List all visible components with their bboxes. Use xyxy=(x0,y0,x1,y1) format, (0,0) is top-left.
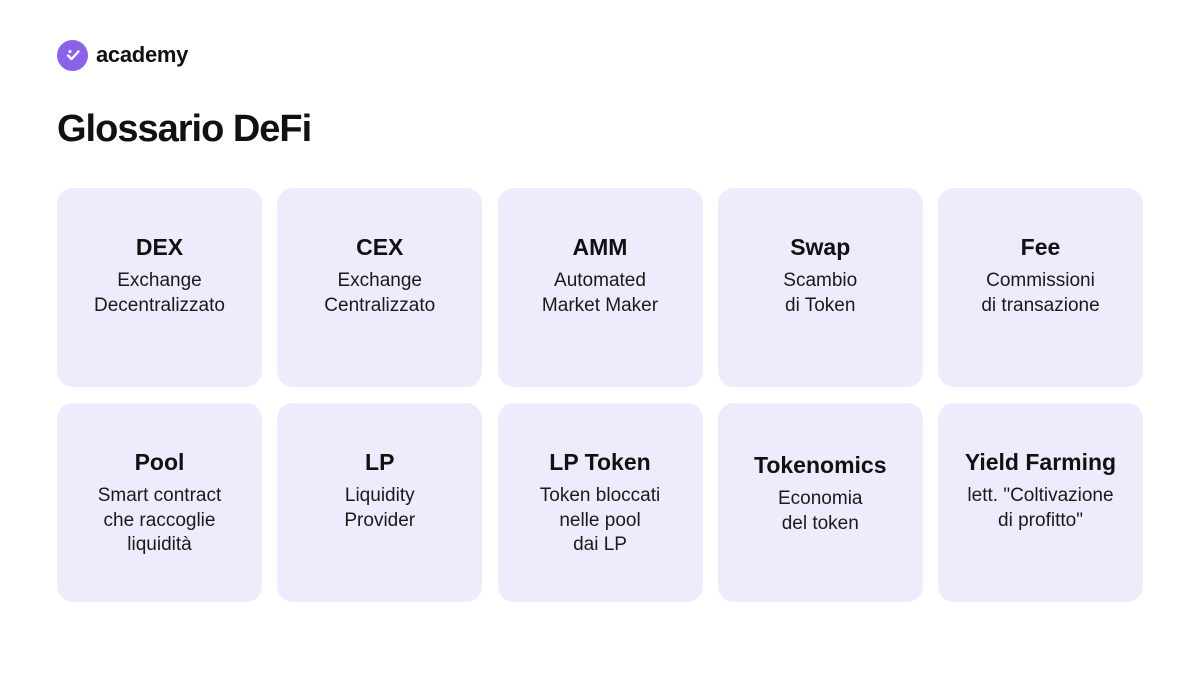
glossary-card-pool: Pool Smart contract che raccoglie liquid… xyxy=(57,403,262,602)
glossary-card-yield-farming: Yield Farming lett. "Coltivazione di pro… xyxy=(938,403,1143,602)
card-definition: lett. "Coltivazione di profitto" xyxy=(967,485,1114,531)
card-definition: Liquidity Provider xyxy=(344,485,416,531)
glossary-card-lp: LP Liquidity Provider xyxy=(277,403,483,602)
glossary-card-cex: CEX Exchange Centralizzato xyxy=(277,188,483,387)
card-definition: Economia del token xyxy=(778,488,863,534)
card-term: Tokenomics xyxy=(754,452,887,478)
card-term: LP xyxy=(365,449,395,475)
brand-logo: academy xyxy=(57,39,188,71)
card-definition: Exchange Centralizzato xyxy=(324,270,436,316)
glossary-grid: DEX Exchange Decentralizzato CEX Exchang… xyxy=(57,188,1143,602)
card-definition: Automated Market Maker xyxy=(541,270,659,316)
page-title: Glossario DeFi xyxy=(57,108,312,150)
card-term: Fee xyxy=(1020,234,1061,260)
glossary-card-tokenomics: Tokenomics Economia del token xyxy=(717,403,923,602)
glossary-card-fee: Fee Commissioni di transazione xyxy=(938,188,1143,387)
card-term: Yield Farming xyxy=(964,449,1117,475)
card-definition: Smart contract che raccoglie liquidità xyxy=(97,485,222,555)
glossary-card-lp-token: LP Token Token bloccati nelle pool dai L… xyxy=(497,403,703,602)
card-term: LP Token xyxy=(549,449,651,475)
glossary-card-amm: AMM Automated Market Maker xyxy=(497,188,703,387)
card-definition: Commissioni di transazione xyxy=(981,270,1100,316)
card-term: DEX xyxy=(135,234,184,260)
card-term: Swap xyxy=(790,234,851,260)
glossary-card-swap: Swap Scambio di Token xyxy=(717,188,923,387)
card-definition: Scambio di Token xyxy=(783,270,858,316)
glossary-card-dex: DEX Exchange Decentralizzato xyxy=(57,188,262,387)
brand-name: academy xyxy=(96,42,189,67)
card-term: CEX xyxy=(356,234,404,260)
card-definition: Exchange Decentralizzato xyxy=(94,270,225,316)
checkmark-icon xyxy=(57,39,88,71)
card-definition: Token bloccati nelle pool dai LP xyxy=(539,485,661,555)
card-term: Pool xyxy=(134,449,185,475)
card-term: AMM xyxy=(572,234,628,260)
